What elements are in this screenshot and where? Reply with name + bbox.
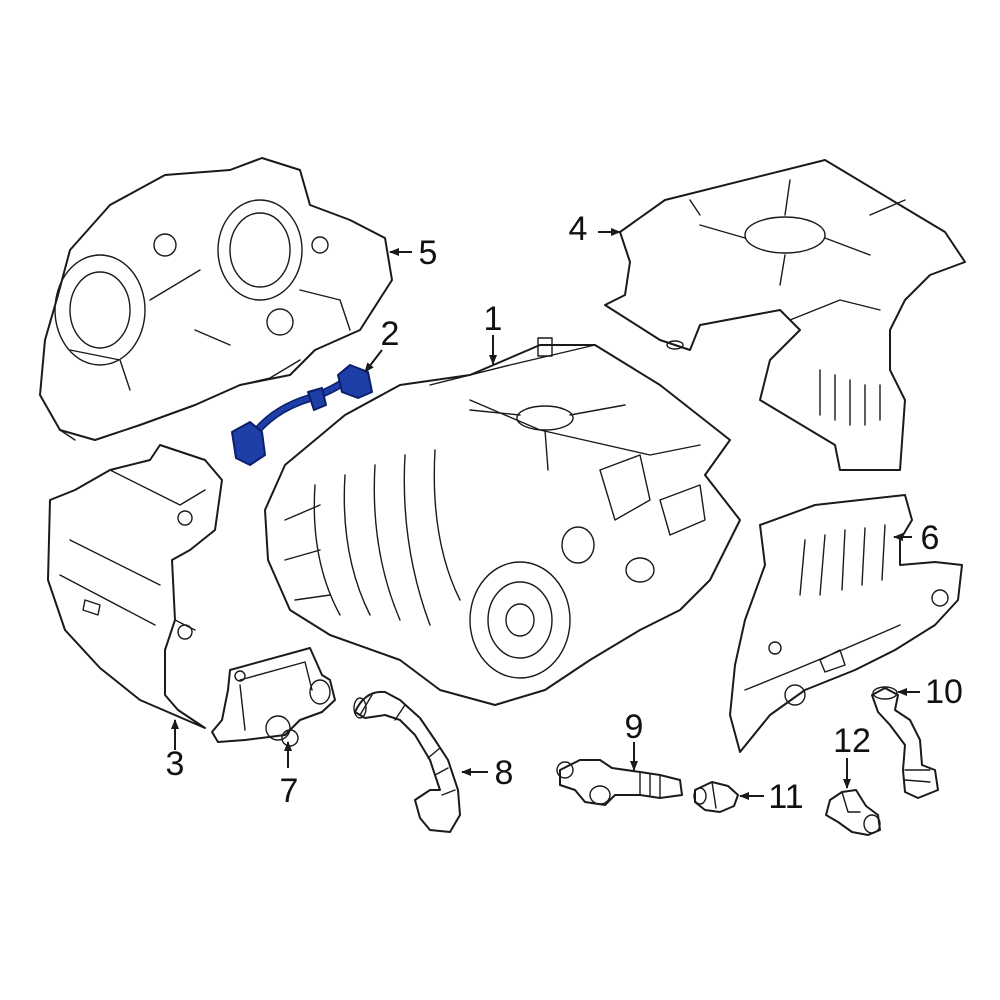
wiring-harness-part[interactable] xyxy=(231,364,373,466)
cooler-module-part[interactable] xyxy=(211,647,336,747)
upper-shield-part[interactable] xyxy=(604,159,966,471)
callout-10: 10 xyxy=(925,673,963,711)
drive-unit-part[interactable] xyxy=(264,337,741,706)
callout-5: 5 xyxy=(419,234,438,272)
sensor-part[interactable] xyxy=(825,789,881,836)
callout-3: 3 xyxy=(166,745,185,783)
small-sensor-part[interactable] xyxy=(693,781,739,813)
callout-8: 8 xyxy=(495,754,514,792)
callout-2: 2 xyxy=(381,315,400,353)
callout-9: 9 xyxy=(625,708,644,746)
leader-lines xyxy=(171,228,920,800)
side-cover-part[interactable] xyxy=(47,444,223,729)
callout-4: 4 xyxy=(569,210,588,248)
coolant-hose-part[interactable] xyxy=(353,690,461,833)
callout-labels: 1 2 3 4 5 6 7 8 9 10 11 12 xyxy=(166,210,963,816)
housing-cover-part[interactable] xyxy=(39,157,393,441)
sensor-connector-part[interactable] xyxy=(556,759,683,806)
callout-6: 6 xyxy=(921,519,940,557)
callout-1: 1 xyxy=(484,300,503,338)
callout-7: 7 xyxy=(280,772,299,810)
heat-shield-part[interactable] xyxy=(729,494,963,753)
callout-11: 11 xyxy=(768,778,803,816)
leader-2 xyxy=(364,349,383,373)
callout-12: 12 xyxy=(833,722,871,760)
